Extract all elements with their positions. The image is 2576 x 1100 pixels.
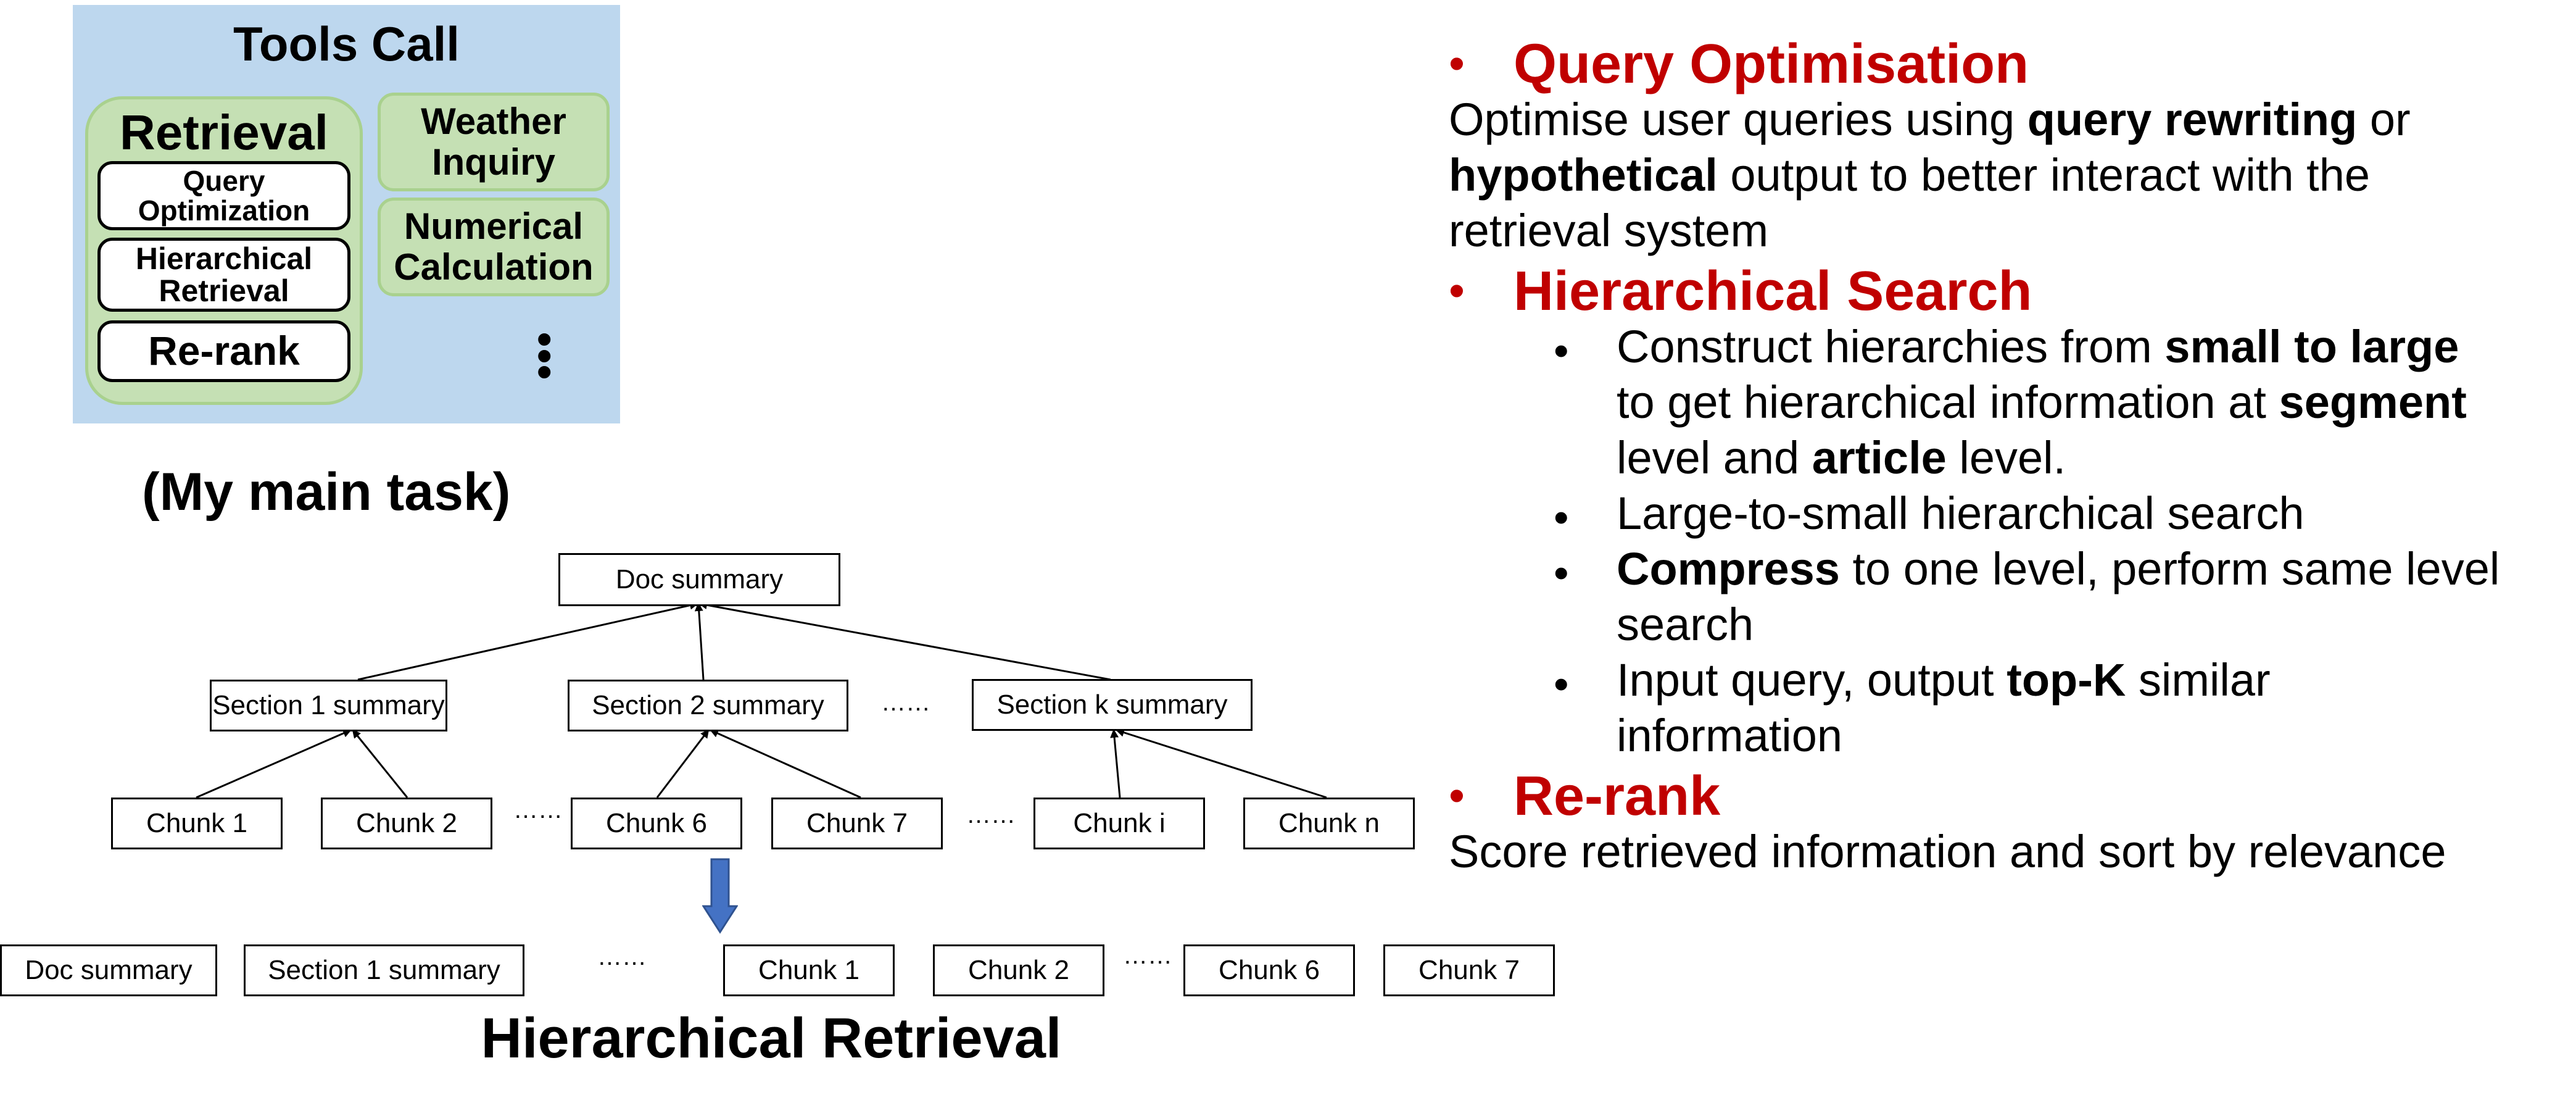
edge-chunk6-section2 xyxy=(656,729,710,798)
bold-text: segment xyxy=(2279,377,2467,428)
tree-root-node: Doc summary xyxy=(558,553,840,606)
text-span: Optimise user queries using xyxy=(1449,94,2027,145)
bullet-icon: • xyxy=(1554,493,1569,541)
hierarchical-search-heading: Hierarchical Search xyxy=(1514,260,2032,322)
query-optimisation-line: retrieval system xyxy=(1449,205,1769,256)
main-task-label: (My main task) xyxy=(142,462,511,522)
tree-section-node: Section 2 summary xyxy=(568,680,848,731)
text-span: level. xyxy=(1946,432,2066,483)
bullet-icon: • xyxy=(1449,38,1465,89)
tree-chunk-node: Chunk i xyxy=(1033,798,1205,849)
bullet-icon: • xyxy=(1554,549,1569,597)
hierarchical-search-line: level and article level. xyxy=(1617,431,2066,486)
tree-section-ellipsis: …… xyxy=(881,689,930,716)
edge-section1-root xyxy=(357,601,698,681)
tool-label-line2: Retrieval xyxy=(159,273,289,308)
query-optimisation-heading: Query Optimisation xyxy=(1514,33,2029,95)
bold-text: article xyxy=(1812,432,1947,483)
hierarchical-search-line: Input query, output top-K similar xyxy=(1617,653,2271,708)
edge-chunk7-section2 xyxy=(710,729,861,799)
flat-result-node: Chunk 6 xyxy=(1183,944,1355,996)
tree-chunk-node: Chunk 6 xyxy=(571,798,742,849)
tree-section-node: Section k summary xyxy=(972,679,1253,731)
text-span: output to better interact with the xyxy=(1717,149,2371,201)
bullet-icon: • xyxy=(1554,660,1569,708)
hierarchical-search-line: Construct hierarchies from small to larg… xyxy=(1617,320,2459,375)
edge-chunki-sectionk xyxy=(1110,729,1121,798)
down-arrow-icon xyxy=(702,858,738,934)
rerank-heading: Re-rank xyxy=(1514,765,1721,827)
tool-label-line1: Query xyxy=(183,164,265,197)
bold-text: query rewriting xyxy=(2027,94,2358,145)
tool-label-line1: Re-rank xyxy=(148,328,300,374)
edge-sectionk-root xyxy=(698,601,1111,681)
bold-text: hypothetical xyxy=(1449,149,1718,201)
hierarchical-search-line: information xyxy=(1617,710,1843,761)
flat-result-node: Section 1 summary xyxy=(244,944,524,996)
hierarchical-retrieval-title: Hierarchical Retrieval xyxy=(481,1007,1062,1070)
tree-chunk-node: Chunk 7 xyxy=(771,798,943,849)
bullet-icon: • xyxy=(1449,265,1465,316)
hierarchical-search-line: Compress to one level, perform same leve… xyxy=(1617,542,2499,597)
flat-result-ellipsis: …… xyxy=(1123,942,1172,969)
tree-chunk-node: Chunk 2 xyxy=(321,798,492,849)
flat-result-node: Chunk 7 xyxy=(1383,944,1555,996)
hierarchical-search-line: to get hierarchical information at segme… xyxy=(1617,375,2467,430)
text-span: Input query, output xyxy=(1617,654,2007,706)
edge-chunkn-sectionk xyxy=(1116,728,1327,799)
text-span: Construct hierarchies from xyxy=(1617,321,2165,372)
rerank-line: Score retrieved information and sort by … xyxy=(1449,826,2446,877)
tree-chunk-node: Chunk 1 xyxy=(111,798,283,849)
tree-chunk-node: Chunk n xyxy=(1243,798,1415,849)
tools-call-title: Tools Call xyxy=(233,17,460,71)
edge-chunk2-section1 xyxy=(352,729,408,798)
tool-label-line2: Calculation xyxy=(394,246,594,288)
tree-section-node: Section 1 summary xyxy=(210,680,447,731)
flat-result-node: Doc summary xyxy=(0,944,217,996)
bold-text: Compress xyxy=(1617,543,1840,594)
tool-label-line2: Optimization xyxy=(138,194,310,227)
flat-result-node: Chunk 2 xyxy=(933,944,1104,996)
edge-chunk1-section1 xyxy=(196,729,352,799)
text-span: level and xyxy=(1617,432,1812,483)
bold-text: small to large xyxy=(2164,321,2459,372)
bold-text: top-K xyxy=(2007,654,2126,706)
tree-chunk-ellipsis: …… xyxy=(966,801,1016,828)
tool-label-line1: Numerical xyxy=(404,206,584,247)
tool-label-line1: Hierarchical xyxy=(135,241,313,276)
query-optimisation-line: Optimise user queries using query rewrit… xyxy=(1449,93,2411,148)
hierarchical-search-line: search xyxy=(1617,599,1754,650)
text-span: similar xyxy=(2126,654,2271,706)
tree-chunk-ellipsis: …… xyxy=(513,796,563,823)
text-span: to get hierarchical information at xyxy=(1617,377,2279,428)
rerank-tool: Re-rank xyxy=(97,320,350,382)
text-span: or xyxy=(2357,94,2411,145)
flat-result-ellipsis: …… xyxy=(597,943,647,970)
text-span: to one level, perform same level xyxy=(1839,543,2500,594)
retrieval-title: Retrieval xyxy=(120,105,328,160)
query-optimisation-line: hypothetical output to better interact w… xyxy=(1449,148,2370,203)
tool-label-line1: Weather xyxy=(421,101,566,142)
hierarchical-search-line: Large-to-small hierarchical search xyxy=(1617,488,2305,539)
bullet-icon: • xyxy=(1554,327,1569,375)
tool-label-line2: Inquiry xyxy=(431,141,555,183)
tree-edges xyxy=(196,601,1327,799)
bullet-icon: • xyxy=(1449,770,1465,821)
flat-result-node: Chunk 1 xyxy=(723,944,895,996)
edge-section2-root xyxy=(694,602,705,680)
